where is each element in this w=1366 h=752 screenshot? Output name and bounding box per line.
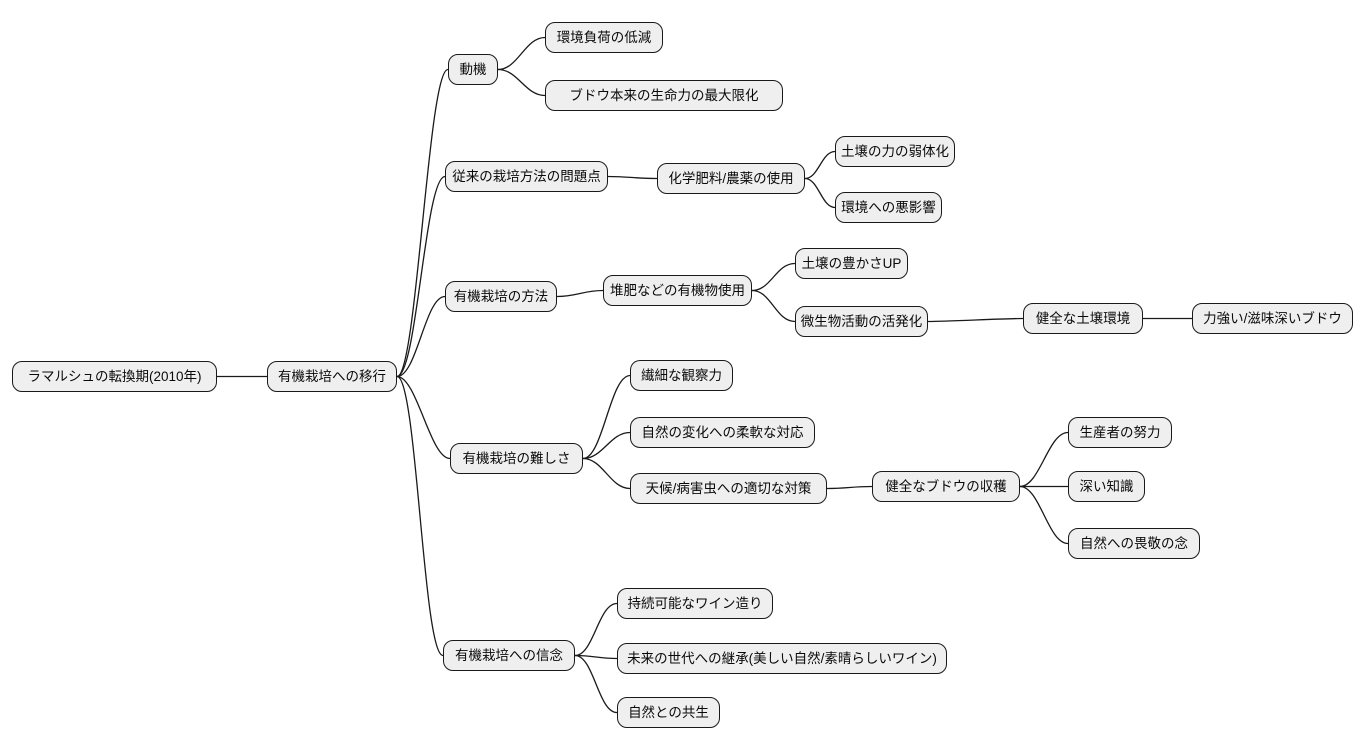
mindmap-edge [1019, 485, 1069, 545]
mindmap-node-strong-grapes[interactable]: 力強い/滋味深いブドウ [1192, 303, 1353, 334]
mindmap-node-future[interactable]: 未来の世代への継承(美しい自然/素晴らしいワイン) [617, 643, 947, 674]
mindmap-node-root[interactable]: ラマルシュの転換期(2010年) [12, 361, 217, 392]
mindmap-node-compost[interactable]: 堆肥などの有機物使用 [603, 275, 752, 306]
mindmap-node-soil-weak[interactable]: 土壌の力の弱体化 [835, 136, 955, 167]
mindmap-edge [804, 177, 836, 209]
mindmap-edge [607, 175, 658, 180]
mindmap-edge [826, 485, 873, 490]
mindmap-node-observation[interactable]: 繊細な観察力 [630, 360, 733, 391]
mindmap-node-motive-vital[interactable]: ブドウ本来の生命力の最大限化 [545, 80, 783, 111]
mindmap-node-weather[interactable]: 天候/病害虫への適切な対策 [630, 473, 827, 504]
mindmap-node-motive[interactable]: 動機 [448, 54, 498, 85]
mindmap-node-harvest[interactable]: 健全なブドウの収穫 [872, 471, 1020, 502]
mindmap-node-motive-env[interactable]: 環境負荷の低減 [545, 22, 663, 53]
mindmap-node-sustainable[interactable]: 持続可能なワイン造り [617, 588, 773, 619]
mindmap-edge [497, 68, 546, 97]
mindmap-node-awe[interactable]: 自然への畏敬の念 [1068, 528, 1200, 559]
mindmap-edge [927, 317, 1024, 323]
mindmap-node-knowledge[interactable]: 深い知識 [1068, 471, 1145, 502]
mindmap-node-flexibility[interactable]: 自然の変化への柔軟な対応 [630, 417, 815, 448]
mindmap-node-method[interactable]: 有機栽培の方法 [445, 281, 557, 312]
mindmap-edge [396, 375, 451, 460]
mindmap-node-microbes[interactable]: 微生物活動の活発化 [795, 306, 928, 337]
mindmap-edge [751, 289, 796, 323]
mindmap-edge [804, 150, 836, 180]
mindmap-node-soil-rich[interactable]: 土壌の豊かさUP [795, 248, 908, 279]
mindmap-edge [751, 262, 796, 292]
mindmap-edge [574, 654, 618, 714]
mindmap-node-effort[interactable]: 生産者の努力 [1068, 417, 1172, 448]
mindmap-node-env-harm[interactable]: 環境への悪影響 [835, 192, 942, 223]
mindmap-edge [396, 175, 446, 378]
mindmap-edge [582, 457, 631, 490]
mindmap-edge [1019, 431, 1069, 488]
mindmap-edge [582, 374, 631, 460]
mindmap-node-problems[interactable]: 従来の栽培方法の問題点 [445, 161, 608, 192]
mindmap-node-transition[interactable]: 有機栽培への移行 [267, 361, 397, 392]
mindmap-edge [574, 602, 618, 657]
mindmap-node-symbiosis[interactable]: 自然との共生 [617, 697, 720, 728]
mindmap-edge [497, 36, 546, 71]
mindmap-node-belief[interactable]: 有機栽培への信念 [443, 640, 575, 671]
mindmap-edge [396, 375, 444, 657]
mindmap-node-chemicals[interactable]: 化学肥料/農薬の使用 [657, 163, 805, 194]
mindmap-edge [396, 295, 446, 378]
mindmap-edge [396, 68, 449, 378]
mindmap-edge [574, 654, 618, 660]
mindmap-node-healthy-soil[interactable]: 健全な土壌環境 [1023, 303, 1143, 334]
mindmap-node-difficulty[interactable]: 有機栽培の難しさ [450, 443, 583, 474]
mindmap-edge [556, 289, 604, 298]
mindmap-edge [582, 431, 631, 460]
